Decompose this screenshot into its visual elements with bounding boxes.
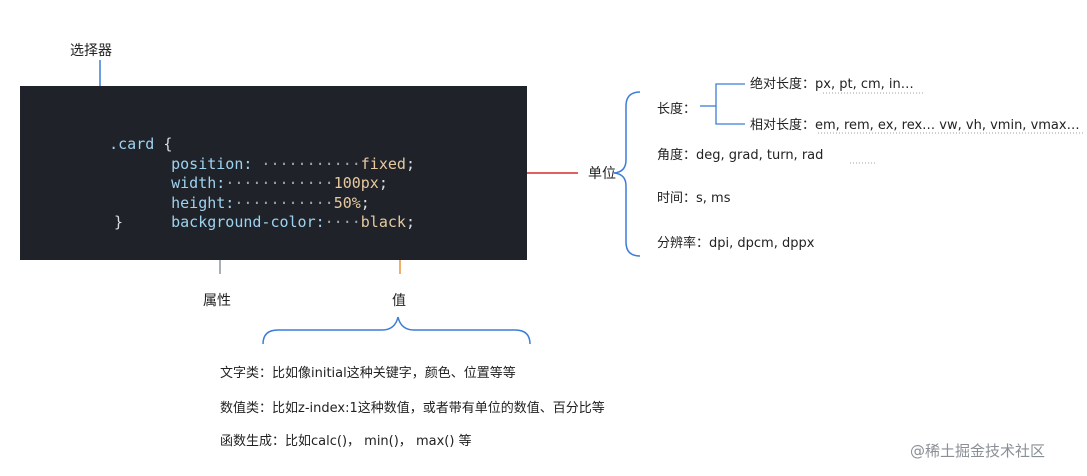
semicolon: ;: [405, 212, 415, 231]
value-types-brace: [262, 316, 531, 345]
property-name: width:: [171, 173, 226, 192]
watermark: @稀土掘金技术社区: [910, 442, 1046, 460]
absolute-length-label: 绝对长度：: [750, 77, 816, 92]
property-name: background-color:: [171, 212, 325, 231]
value-type-text: 文字类：比如像initial这种关键字，颜色、位置等等: [220, 366, 516, 381]
open-brace: {: [163, 134, 173, 153]
time-values: s, ms: [696, 191, 731, 206]
property-value: 100px: [333, 173, 379, 192]
angle-values: deg, grad, turn, rad: [696, 148, 824, 163]
semicolon: ;: [405, 154, 415, 173]
code-line-position: position: ···········fixed;: [135, 135, 415, 194]
absolute-length-values: px, pt, cm, in…: [815, 77, 914, 92]
leader-dots: ····: [324, 212, 361, 231]
resolution-values: dpi, dpcm, dppx: [709, 236, 815, 251]
unit-label: 单位: [588, 166, 616, 182]
units-brace: [613, 91, 641, 257]
property-name: position:: [171, 154, 253, 173]
property-value: 50%: [333, 193, 361, 212]
property-value: fixed: [360, 154, 406, 173]
angle-row: 角度：deg, grad, turn, rad: [657, 144, 823, 163]
leader-dots: ···········: [252, 154, 361, 173]
value-label: 值: [392, 293, 406, 309]
relative-length-label: 相对长度：: [750, 118, 816, 133]
value-type-number: 数值类：比如z-index:1这种数值，或者带有单位的数值、百分比等: [220, 401, 605, 416]
close-brace: }: [114, 213, 124, 231]
time-label: 时间：: [657, 191, 697, 206]
property-label: 属性: [203, 293, 231, 309]
resolution-label: 分辨率：: [657, 236, 710, 251]
absolute-length-row: 绝对长度：px, pt, cm, in…: [750, 73, 914, 92]
resolution-row: 分辨率：dpi, dpcm, dppx: [657, 232, 814, 251]
code-line-height: height:···········50%;: [135, 174, 370, 233]
length-bracket: [715, 83, 745, 125]
css-code-block: .card { position: ···········fixed; widt…: [20, 86, 527, 260]
time-row: 时间：s, ms: [657, 187, 731, 206]
code-line-width: width:············100px;: [135, 154, 388, 213]
leader-dots: ···········: [234, 193, 334, 212]
semicolon: ;: [378, 173, 388, 192]
leader-dots: ············: [225, 173, 334, 192]
value-type-function: 函数生成：比如calc()， min()， max() 等: [220, 434, 472, 449]
property-name: height:: [171, 193, 235, 212]
semicolon: ;: [360, 193, 370, 212]
length-label: 长度：: [657, 102, 697, 117]
selector-label: 选择器: [70, 43, 112, 59]
relative-length-row: 相对长度：em, rem, ex, rex… vw, vh, vmin, vma…: [750, 114, 1080, 133]
selector-text: .card: [109, 134, 155, 153]
property-value: black: [360, 212, 406, 231]
code-line-background-color: background-color:····black;: [135, 193, 415, 252]
code-selector: .card {: [73, 115, 172, 174]
relative-length-values: em, rem, ex, rex… vw, vh, vmin, vmax…: [815, 118, 1080, 133]
angle-label: 角度：: [657, 148, 697, 163]
